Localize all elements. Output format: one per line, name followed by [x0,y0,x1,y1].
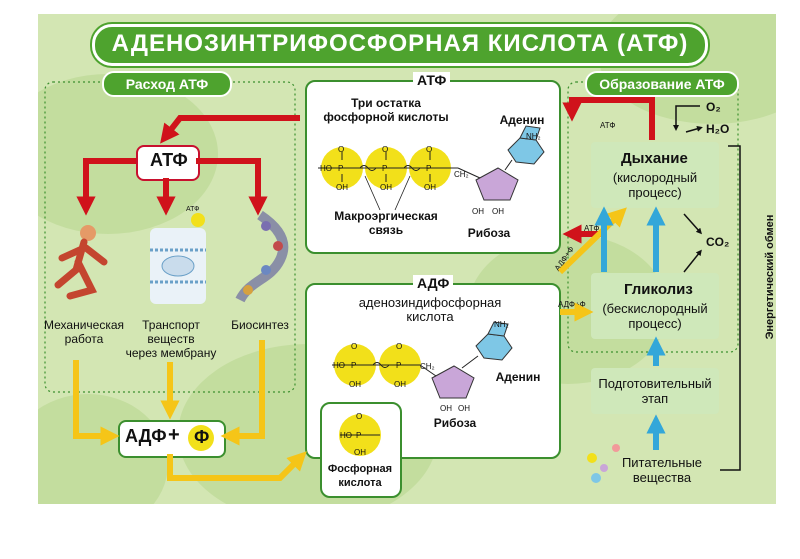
glycolysis-title: Гликолиз [624,281,693,298]
atp-box-title: АТФ [413,72,451,88]
phos-ho: HO [340,431,352,440]
atp-oh4: OH [472,207,484,216]
atf-badge-label: АТФ [186,206,200,213]
energy-exchange-bracket [720,145,741,471]
phi-circle [188,425,214,451]
atp-oh5: OH [492,207,504,216]
atp-oh1: OH [336,183,348,192]
adp-f-label-2: АДФ+Ф [558,300,586,309]
arrow-co2-out-2 [683,249,702,273]
respiration-box [591,142,719,208]
arrow-co2-out [683,213,702,235]
adp-oh3: OH [440,404,452,413]
adp-o2: O [396,342,403,351]
nutrients-label: Питательные вещества [621,455,703,485]
atp-oh2: OH [380,183,392,192]
glycolysis-sub: (бескислородный процесс) [602,301,708,331]
atp-ho: HO [320,164,332,173]
arrow-atp-to-consumption [160,115,300,144]
phos-o: O [356,412,363,421]
adp-o1: O [351,342,358,351]
runner-illustration [54,225,108,300]
atp-o1: O [338,145,345,154]
atp-adenine-label: Аденин [499,113,545,127]
arrow-o2-in [673,105,700,131]
phos-p: P [356,431,362,440]
plus-label: + [168,424,180,446]
phosphoric-acid-label: Фосфорная кислота [327,463,393,489]
atp-ch2: CH₂ [454,170,469,179]
respiration-title: Дыхание [621,150,688,167]
adp-ribose-ring [431,365,475,399]
arrow-resp-to-atp [562,97,655,140]
use-mechanical: Механическая работа [43,318,125,346]
phos-oh: OH [354,448,366,457]
atp-p2: P [382,164,388,173]
atp-p3: P [426,164,432,173]
adp-oh2: OH [394,380,406,389]
glycolysis-box [591,273,719,339]
co2-label: CO₂ [706,235,730,249]
phi-label: Ф [194,427,210,447]
atp-oh3: OH [424,183,436,192]
atp-o2: O [382,145,389,154]
adp-nh2: NH₂ [494,320,509,329]
atf-badge-icon [191,213,205,227]
arrow-atp-to-mechanical [76,158,136,216]
adp-subtitle: аденозиндифосфорная кислота [358,295,502,324]
adp-ho: HO [333,361,345,370]
prep-stage-box [591,368,719,414]
atf-top-label: АТФ [600,121,616,130]
use-biosynthesis: Биосинтез [231,318,289,332]
arrow-adp-to-phos [167,451,307,481]
atf-mid-label: АТФ [584,224,600,233]
adp-ribose-label: Рибоза [433,416,477,430]
membrane-illustration [150,228,206,304]
respiration-sub: (кислородный процесс) [612,170,698,200]
arrow-bio-to-adp [220,340,265,446]
consumption-header: Расход АТФ [102,71,232,97]
use-transport: Транспорт веществ через мембрану [125,318,217,360]
atp-o3: O [426,145,433,154]
formation-header: Образование АТФ [585,71,739,97]
title-banner: АДЕНОЗИНТРИФОСФОРНАЯ КИСЛОТА (АТФ) [92,24,708,66]
arrow-mechanical-to-adp [73,360,120,446]
arrow-h2o-out [685,125,703,133]
dna-illustration [235,210,289,303]
adp-p1: P [351,361,357,370]
atp-consumption-label: АТФ [150,150,188,170]
macro-bond-label: Макроэргическая связь [334,209,438,237]
adp-p2: P [396,361,402,370]
adp-oh4: OH [458,404,470,413]
three-residues-label: Три остатка фосфорной кислоты [323,96,449,124]
atp-nh2: NH₂ [526,132,541,141]
atp-ribose-ring [475,167,519,201]
prep-stage-label: Подготовительный этап [598,376,712,406]
adp-oh1: OH [349,380,361,389]
h2o-label: H₂O [706,122,730,136]
page-title: АДЕНОЗИНТРИФОСФОРНАЯ КИСЛОТА (АТФ) [111,30,689,57]
adp-box-title: АДФ [413,275,454,291]
atp-p1: P [338,164,344,173]
adp-adenine-label: Аденин [495,370,541,384]
arrow-adp-to-resp [557,207,627,275]
atp-ribose-label: Рибоза [467,226,511,240]
arrow-atp-to-biosynthesis [196,158,268,216]
o2-label: O₂ [706,100,721,114]
adp-left-label: АДФ [125,426,167,446]
adp-ch2: CH₂ [420,362,435,371]
